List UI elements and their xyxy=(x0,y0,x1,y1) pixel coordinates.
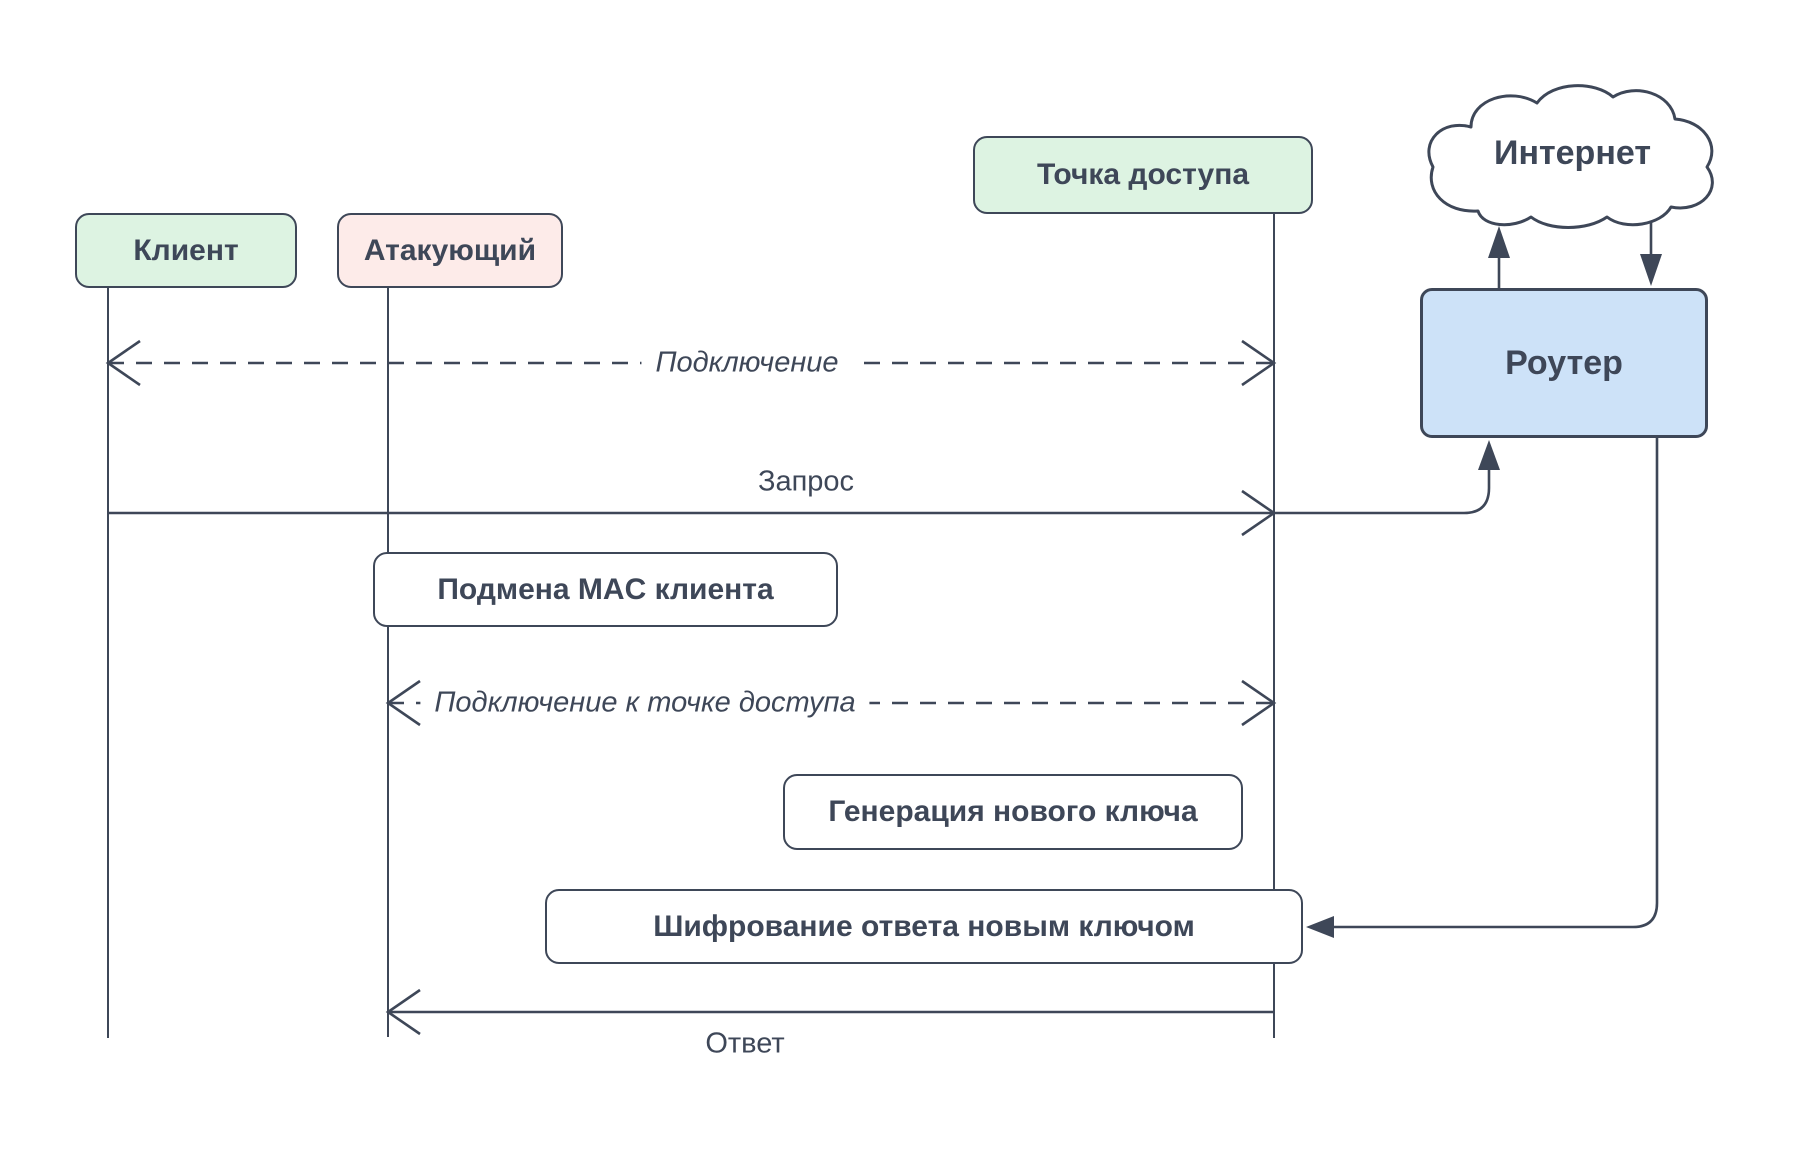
arrowhead-right-icon xyxy=(1241,679,1277,727)
actor-attacker-label: Атакующий xyxy=(363,233,537,267)
arrowhead-up-icon xyxy=(1478,440,1500,470)
note-encrypt-response: Шифрование ответа новым ключом xyxy=(545,889,1303,964)
internet-label: Интернет xyxy=(1494,133,1651,172)
actor-client: Клиент xyxy=(75,213,297,288)
request-to-router-connector xyxy=(1274,468,1491,515)
note-mac-spoof-label: Подмена MAC клиента xyxy=(437,572,774,606)
request-message-label: Запрос xyxy=(757,465,855,498)
router-to-encrypt-connector xyxy=(1332,438,1659,929)
internet-cloud-icon xyxy=(1427,84,1714,229)
ap-connection-message-label: Подключение к точке доступа xyxy=(420,686,870,720)
internet-label-wrap: Интернет xyxy=(1423,83,1722,223)
arrowhead-left-icon xyxy=(105,339,141,387)
actor-client-label: Клиент xyxy=(133,233,239,267)
note-key-generation-label: Генерация нового ключа xyxy=(828,795,1198,828)
note-mac-spoof: Подмена MAC клиента xyxy=(373,552,838,627)
note-key-generation: Генерация нового ключа xyxy=(783,774,1243,850)
actor-access-point-label: Точка доступа xyxy=(1036,158,1250,191)
arrowhead-left-filled-icon xyxy=(1306,916,1334,938)
note-encrypt-response-label: Шифрование ответа новым ключом xyxy=(653,909,1195,943)
router-node: Роутер xyxy=(1420,288,1708,438)
connection-message-label: Подключение xyxy=(641,346,853,380)
arrowhead-right-icon xyxy=(1241,339,1277,387)
arrowhead-up-icon xyxy=(1488,226,1510,258)
response-message-label: Ответ xyxy=(705,1027,785,1060)
router-label: Роутер xyxy=(1505,343,1623,382)
arrowhead-down-icon xyxy=(1640,254,1662,286)
arrowhead-left-icon xyxy=(385,988,421,1036)
actor-attacker: Атакующий xyxy=(337,213,563,288)
arrowhead-left-icon xyxy=(385,679,421,727)
actor-access-point: Точка доступа xyxy=(973,136,1313,214)
